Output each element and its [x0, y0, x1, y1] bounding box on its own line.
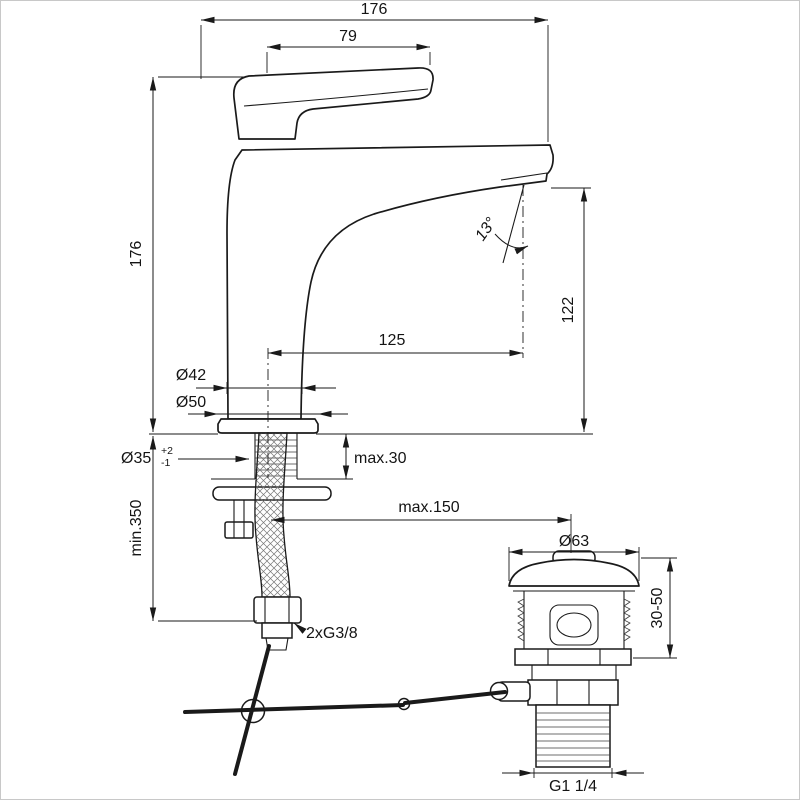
- faucet: [217, 67, 554, 434]
- dim-waste-thread: G1 1/4: [502, 768, 644, 795]
- dimensions: 176 79 176 min.350 122 125: [121, 1, 677, 795]
- supply-hose: [254, 432, 291, 598]
- dim-label-body-height: 176: [128, 241, 145, 268]
- waste-tailpiece-thread-lines: [536, 712, 610, 762]
- dim-spout-height: 122: [551, 187, 591, 432]
- waste-neck: [531, 665, 617, 680]
- waste-body-thread-left: [517, 598, 525, 642]
- hose-connector-tip: [265, 637, 289, 651]
- dim-overall-projection: 176: [200, 1, 549, 142]
- dim-rod-distance: max.150: [271, 499, 572, 553]
- dim-body-diameter: Ø42: [176, 367, 336, 394]
- dim-deck-thickness: max.30: [342, 434, 407, 479]
- dim-label-overall-projection: 176: [361, 1, 388, 18]
- pull-rod: [233, 644, 271, 776]
- dim-label-hole-tol-minus: -1: [161, 457, 170, 469]
- hose-connector-nut: [253, 596, 302, 624]
- dim-label-hose-length: min.350: [128, 499, 145, 556]
- dim-label-handle-length: 79: [339, 28, 357, 45]
- dim-waste-flange-diameter: Ø63: [508, 533, 640, 581]
- label-supply-thread: 2xG3/8: [293, 622, 358, 642]
- dim-label-waste-clamp-range: 30-50: [649, 587, 666, 628]
- waste-flange-dome: [508, 558, 640, 587]
- hose-connector-adapter: [261, 622, 293, 639]
- dim-spout-reach: 125: [267, 185, 524, 478]
- faucet-body-and-spout: [226, 144, 554, 420]
- dim-label-body-diameter: Ø42: [176, 367, 206, 384]
- dim-stream-angle: 13°: [472, 184, 529, 264]
- stream-angle-line: [502, 184, 525, 264]
- waste-tailpiece: [535, 704, 611, 768]
- dim-label-hole-diameter: Ø35: [121, 450, 151, 467]
- waste-overflow-window: [549, 604, 599, 646]
- waste-body-sides: [523, 591, 625, 649]
- dim-waste-clamp-range: 30-50: [633, 557, 677, 659]
- extension-line: [200, 25, 549, 142]
- supply-hose-group: [253, 432, 302, 651]
- dim-label-waste-thread: G1 1/4: [549, 778, 597, 795]
- mounting-nut-facets: [233, 522, 245, 538]
- waste-overflow-slot: [556, 612, 592, 638]
- waste-locknut-facets: [547, 649, 601, 665]
- dim-label-stream-angle: 13°: [472, 214, 500, 244]
- mounting-shank: [254, 433, 298, 479]
- leader-line: [293, 622, 307, 634]
- waste-locknut: [514, 648, 632, 666]
- waste-coupling-nut: [527, 679, 619, 706]
- waste-body-thread-right: [623, 598, 631, 642]
- faucet-handle: [232, 67, 434, 140]
- dim-label-supply-thread: 2xG3/8: [306, 625, 358, 642]
- deck-and-mounting: [149, 433, 593, 539]
- dim-label-deck-thickness: max.30: [354, 450, 407, 467]
- faucet-handle-detail-line: [243, 88, 429, 107]
- dim-hole-diameter: Ø35 +2 -1: [121, 445, 249, 469]
- dim-label-hole-tol-plus: +2: [161, 445, 173, 457]
- pop-up-waste: [489, 550, 640, 768]
- extension-line: [266, 52, 431, 73]
- waste-coupling-nut-facets: [556, 680, 590, 705]
- horizontal-actuating-rod: [183, 703, 405, 714]
- dim-label-rod-distance: max.150: [398, 499, 459, 516]
- waste-lever-rod: [403, 690, 507, 705]
- dim-hose-length: min.350: [128, 436, 257, 622]
- dim-label-spout-height: 122: [560, 297, 577, 324]
- dim-label-waste-flange-diameter: Ø63: [559, 533, 589, 550]
- pop-up-linkage: [183, 644, 507, 776]
- spout-aerator-line: [500, 172, 548, 181]
- mounting-nut: [224, 521, 254, 539]
- dim-handle-length: 79: [266, 28, 431, 73]
- dim-label-base-diameter: Ø50: [176, 394, 206, 411]
- dim-label-spout-reach: 125: [379, 332, 406, 349]
- hose-connector-nut-facets: [264, 597, 290, 623]
- mounting-stud: [233, 500, 245, 522]
- dim-body-height: 176: [128, 76, 246, 432]
- dim-base-diameter: Ø50: [176, 394, 348, 418]
- angle-arc: [494, 233, 529, 255]
